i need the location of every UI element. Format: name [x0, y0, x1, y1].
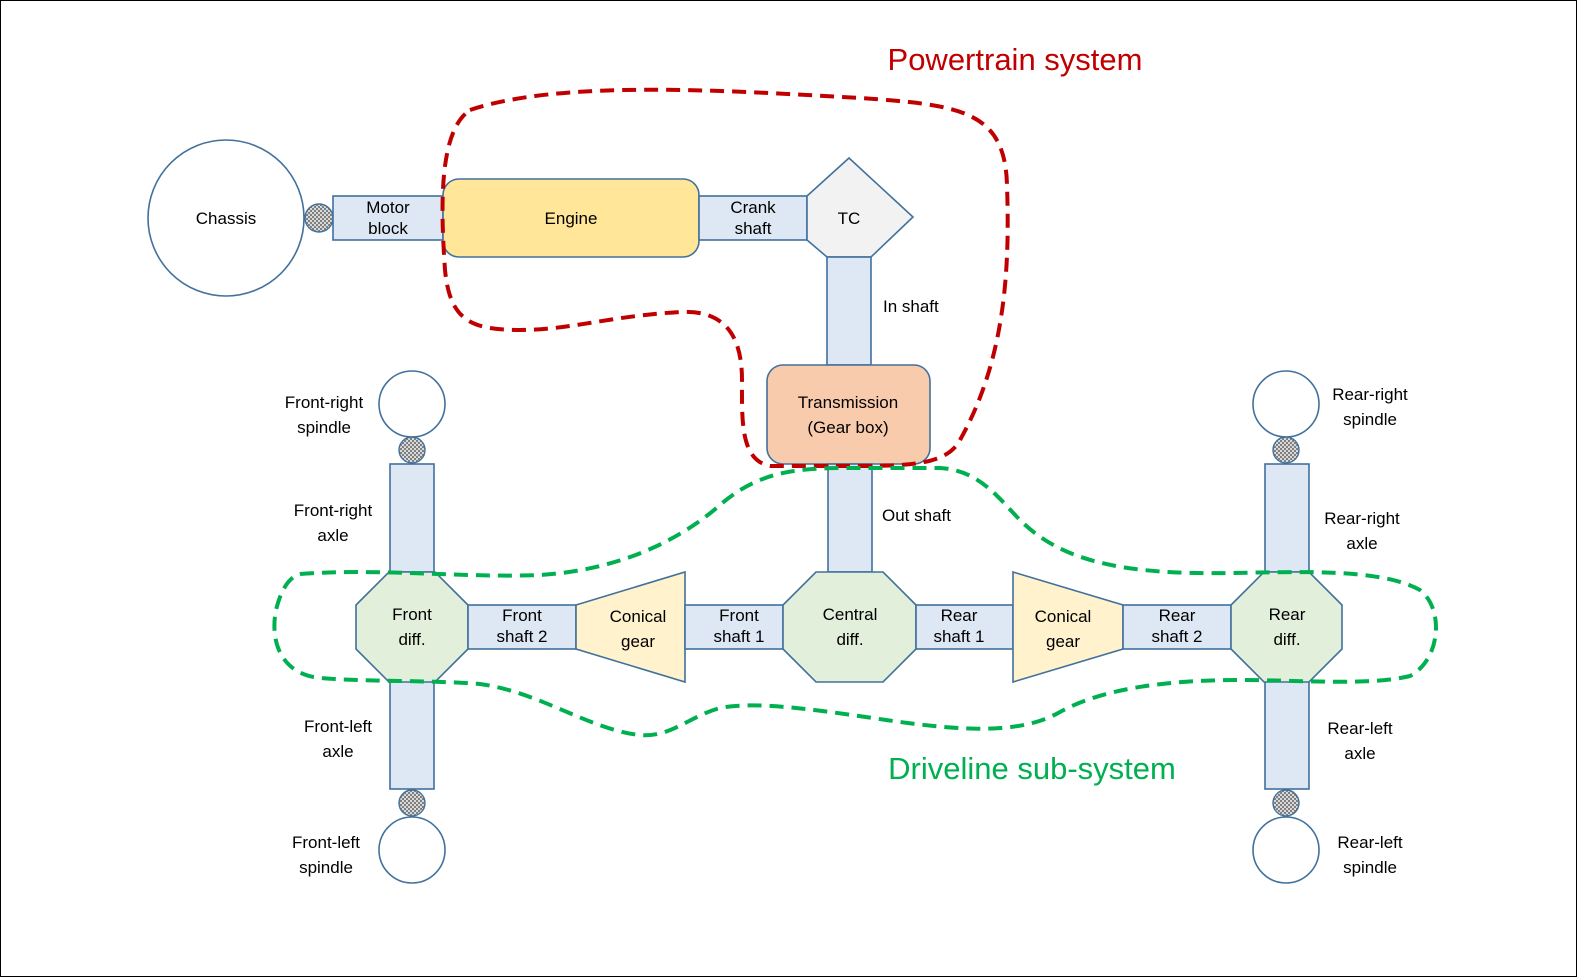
front-right-axle-label-1: Front-right [294, 501, 373, 520]
in-shaft-label: In shaft [883, 297, 939, 316]
crank-shaft-label-1: Crank [730, 198, 776, 217]
front-right-axle-label-2: axle [317, 526, 348, 545]
conical-gear-rear-node: Conical gear [1012, 570, 1124, 684]
rear-left-spindle-label-2: spindle [1343, 858, 1397, 877]
powertrain-title: Powertrain system [888, 42, 1143, 77]
front-left-joint [398, 789, 426, 817]
rear-diff-label-1: Rear [1269, 605, 1306, 624]
front-left-spindle-node: Front-left spindle [292, 816, 446, 884]
chassis-label: Chassis [196, 209, 256, 228]
engine-node: Engine [442, 178, 700, 258]
front-diff-label-1: Front [392, 605, 432, 624]
out-shaft-label: Out shaft [882, 506, 951, 525]
rear-right-axle-label-1: Rear-right [1324, 509, 1400, 528]
rear-right-spindle-label-1: Rear-right [1332, 385, 1408, 404]
front-diff-node: Front diff. [355, 571, 469, 683]
front-left-axle-label-2: axle [322, 742, 353, 761]
rear-left-axle-label-2: axle [1344, 744, 1375, 763]
driveline-boundary [272, 466, 1438, 738]
rear-left-joint [1272, 789, 1300, 817]
rear-right-spindle-node: Rear-right spindle [1252, 370, 1408, 438]
rear-left-spindle-label-1: Rear-left [1337, 833, 1402, 852]
conical-gear-rear-label-2: gear [1046, 632, 1080, 651]
rear-shaft-1-label-2: shaft 1 [933, 627, 984, 646]
in-shaft-node: In shaft [826, 256, 939, 366]
front-left-spindle-label-2: spindle [299, 858, 353, 877]
conical-gear-front-label-2: gear [621, 632, 655, 651]
rear-right-axle-label-2: axle [1346, 534, 1377, 553]
rear-right-spindle-label-2: spindle [1343, 410, 1397, 429]
engine-label: Engine [545, 209, 598, 228]
motor-block-label-1: Motor [366, 198, 410, 217]
front-shaft-2-label-1: Front [502, 606, 542, 625]
rear-shaft-1-label-1: Rear [941, 606, 978, 625]
front-right-joint [398, 436, 426, 464]
front-left-axle-label-1: Front-left [304, 717, 372, 736]
tc-node: TC [806, 156, 915, 258]
rear-right-joint [1272, 436, 1300, 464]
conical-gear-front-node: Conical gear [575, 570, 686, 684]
rear-diff-label-2: diff. [1273, 630, 1300, 649]
transmission-node: Transmission (Gear box) [766, 364, 931, 465]
central-diff-label-2: diff. [836, 630, 863, 649]
chassis-joint [304, 203, 334, 233]
motor-block-node: Motor block [332, 195, 444, 241]
rear-shaft-1-node: Rear shaft 1 [915, 604, 1014, 650]
chassis-node: Chassis [147, 139, 305, 297]
crank-shaft-label-2: shaft [735, 219, 772, 238]
transmission-label-1: Transmission [798, 393, 898, 412]
transmission-label-2: (Gear box) [807, 418, 888, 437]
front-right-spindle-node: Front-right spindle [285, 370, 446, 438]
central-diff-node: Central diff. [782, 571, 917, 683]
rear-left-spindle-node: Rear-left spindle [1252, 816, 1403, 884]
rear-left-axle-label-1: Rear-left [1327, 719, 1392, 738]
rear-shaft-2-label-1: Rear [1159, 606, 1196, 625]
front-right-spindle-label-1: Front-right [285, 393, 364, 412]
conical-gear-front-label-1: Conical [610, 607, 667, 626]
driveline-title: Driveline sub-system [888, 751, 1176, 786]
front-shaft-1-label-2: shaft 1 [713, 627, 764, 646]
front-left-spindle-label-1: Front-left [292, 833, 360, 852]
rear-left-axle-node: Rear-left axle [1264, 680, 1393, 790]
rear-shaft-2-label-2: shaft 2 [1151, 627, 1202, 646]
front-shaft-1-label-1: Front [719, 606, 759, 625]
front-right-spindle-label-2: spindle [297, 418, 351, 437]
central-diff-label-1: Central [823, 605, 878, 624]
front-left-axle-node: Front-left axle [304, 680, 435, 790]
rear-shaft-2-node: Rear shaft 2 [1122, 604, 1232, 650]
motor-block-label-2: block [368, 219, 408, 238]
front-shaft-2-node: Front shaft 2 [467, 604, 577, 650]
out-shaft-node: Out shaft [827, 463, 951, 573]
rear-right-axle-node: Rear-right axle [1264, 463, 1400, 573]
crank-shaft-node: Crank shaft [698, 195, 808, 241]
front-right-axle-node: Front-right axle [294, 463, 435, 573]
front-shaft-2-label-2: shaft 2 [496, 627, 547, 646]
conical-gear-rear-label-1: Conical [1035, 607, 1092, 626]
rear-diff-node: Rear diff. [1230, 571, 1343, 683]
powertrain-boundary [440, 87, 1010, 469]
front-shaft-1-node: Front shaft 1 [684, 604, 784, 650]
tc-label: TC [838, 209, 861, 228]
front-diff-label-2: diff. [398, 630, 425, 649]
